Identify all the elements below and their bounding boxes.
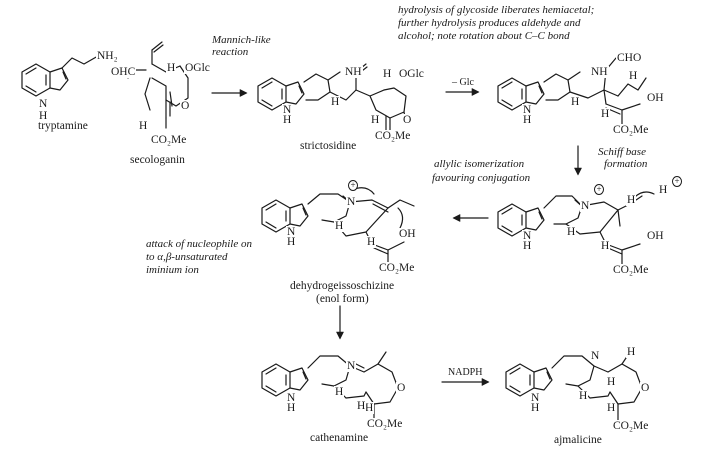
atom-h-dehydro-3: H [366, 236, 377, 248]
atom-co2me-dehydro: CO₂Me [378, 262, 416, 274]
atom-h-strict: H [382, 68, 393, 80]
atom-n-h-ald: H [522, 114, 533, 126]
atom-o-seco: O [180, 100, 191, 112]
atom-n-h-ajm: H [530, 402, 541, 414]
arrow-allylic-isomerization [452, 214, 489, 222]
ajmalicine-structure [505, 351, 643, 421]
atom-o-cath: O [396, 382, 407, 394]
atom-oh-dehydro: OH [398, 228, 417, 240]
atom-co2me-iminium: CO₂Me [612, 264, 650, 276]
atom-indole-h: H [38, 110, 49, 122]
annotation-mannich-line2: reaction [212, 46, 249, 58]
atom-h-strict-3: H [370, 114, 381, 126]
label-dehydrogeissoschizine: dehydrogeissoschizine [290, 280, 395, 292]
annotation-attack-line2: to α,β-unsaturated [146, 251, 228, 263]
atom-o-strict: O [402, 114, 413, 126]
annotation-minus-glc: – Glc [452, 77, 474, 88]
atom-co2me-strict: CO₂Me [374, 130, 412, 142]
atom-h-ajm-4: H [606, 402, 617, 414]
atom-h-iminium-3: H [600, 240, 611, 252]
atom-n-iminium: N [580, 200, 591, 212]
atom-h-ajm-3: H [606, 376, 617, 388]
annotation-allylic-line2: favouring conjugation [432, 172, 531, 184]
atom-nh-ald: NH [590, 66, 609, 78]
atom-h-ald-2: H [570, 96, 581, 108]
label-secologanin: secologanin [130, 154, 185, 166]
atom-h-ald: H [628, 70, 639, 82]
atom-co2me-seco: CO₂Me [150, 134, 188, 146]
atom-o-ajm: O [640, 382, 651, 394]
atom-n-indole-cath: N [286, 392, 297, 404]
arrow-cyclization [336, 305, 344, 340]
annotation-hydrolysis-line2: further hydrolysis produces aldehyde and [398, 17, 581, 29]
arrow-mannich [211, 89, 248, 97]
annotation-hydrolysis-line3: alcohol; note rotation about C–C bond [398, 30, 570, 42]
atom-h-iminium-2: H [566, 226, 577, 238]
atom-plus-dehydro: + [348, 180, 358, 191]
atom-co2me-ald: CO₂Me [612, 124, 650, 136]
atom-indole-n: N [38, 98, 49, 110]
annotation-allylic-line1: allylic isomerization [434, 158, 525, 170]
atom-cho: CHO [616, 52, 643, 64]
atom-h-cath-3: H [364, 402, 375, 414]
atom-h-ajm-5: H [626, 346, 637, 358]
annotation-mannich-line1: Mannich-like [212, 34, 271, 46]
atom-h-ajm-2: H [578, 390, 589, 402]
atom-n-indole-dehydro: N [286, 226, 297, 238]
atom-n-ald: N [522, 104, 533, 116]
annotation-attack-line3: iminium ion [146, 264, 199, 276]
annotation-nadph: NADPH [448, 367, 483, 378]
label-strictosidine: strictosidine [300, 140, 357, 152]
arrow-minus-glc [445, 88, 480, 96]
atom-n-h-cath: H [286, 402, 297, 414]
atom-nh-h-strict: H [282, 114, 293, 126]
annotation-hydrolysis-line1: hydrolysis of glycoside liberates hemiac… [398, 4, 595, 16]
atom-ohc: OHC [110, 66, 137, 78]
atom-h-dehydro-2: H [334, 220, 345, 232]
arrow-nadph [441, 378, 490, 386]
atom-plus-iminium: + [594, 184, 604, 195]
cathenamine-structure [261, 351, 399, 421]
atom-n-strict: N [282, 104, 293, 116]
atom-n-h-iminium: H [522, 240, 533, 252]
atom-h-proton: H [658, 184, 669, 196]
atom-n-cath: N [346, 360, 357, 372]
atom-oglc-seco: OGlc [184, 62, 211, 74]
label-ajmalicine: ajmalicine [554, 434, 602, 446]
label-enol-form: (enol form) [316, 293, 369, 305]
atom-h-seco: H [166, 62, 177, 74]
atom-oh-iminium: OH [646, 230, 665, 242]
atom-h-cath-2: H [334, 386, 345, 398]
atom-oglc-strict: OGlc [398, 68, 425, 80]
atom-n-indole-iminium: N [522, 230, 533, 242]
label-tryptamine: tryptamine [38, 120, 88, 132]
atom-n-h-dehydro: H [286, 236, 297, 248]
annotation-schiff-line1: Schiff base [598, 146, 646, 158]
atom-nh-strict: NH [344, 66, 363, 78]
atom-co2me-ajm: CO₂Me [612, 420, 650, 432]
atom-co2me-cath: CO₂Me [366, 418, 404, 430]
atom-oh-ald: OH [646, 92, 665, 104]
atom-n-dehydro: N [346, 196, 357, 208]
atom-plus-proton: + [672, 176, 682, 187]
atom-h-ald-3: H [600, 108, 611, 120]
annotation-attack-line1: attack of nucleophile on [146, 238, 252, 250]
atom-h-seco-2: H [138, 120, 149, 132]
tryptamine-structure [21, 55, 99, 97]
atom-h-strict-2: H [330, 96, 341, 108]
atom-n-ajm: N [590, 350, 601, 362]
atom-n-indole-ajm: N [530, 392, 541, 404]
annotation-schiff-line2: formation [604, 158, 648, 170]
aldehyde-intermediate-structure [497, 57, 647, 127]
atom-h-cath-4: H [356, 400, 367, 412]
arrow-schiff-base [574, 145, 582, 176]
label-cathenamine: cathenamine [310, 432, 369, 444]
atom-h-iminium: H [626, 194, 637, 206]
atom-nh2: NH₂ [96, 50, 119, 62]
secologanin-structure [127, 41, 189, 129]
